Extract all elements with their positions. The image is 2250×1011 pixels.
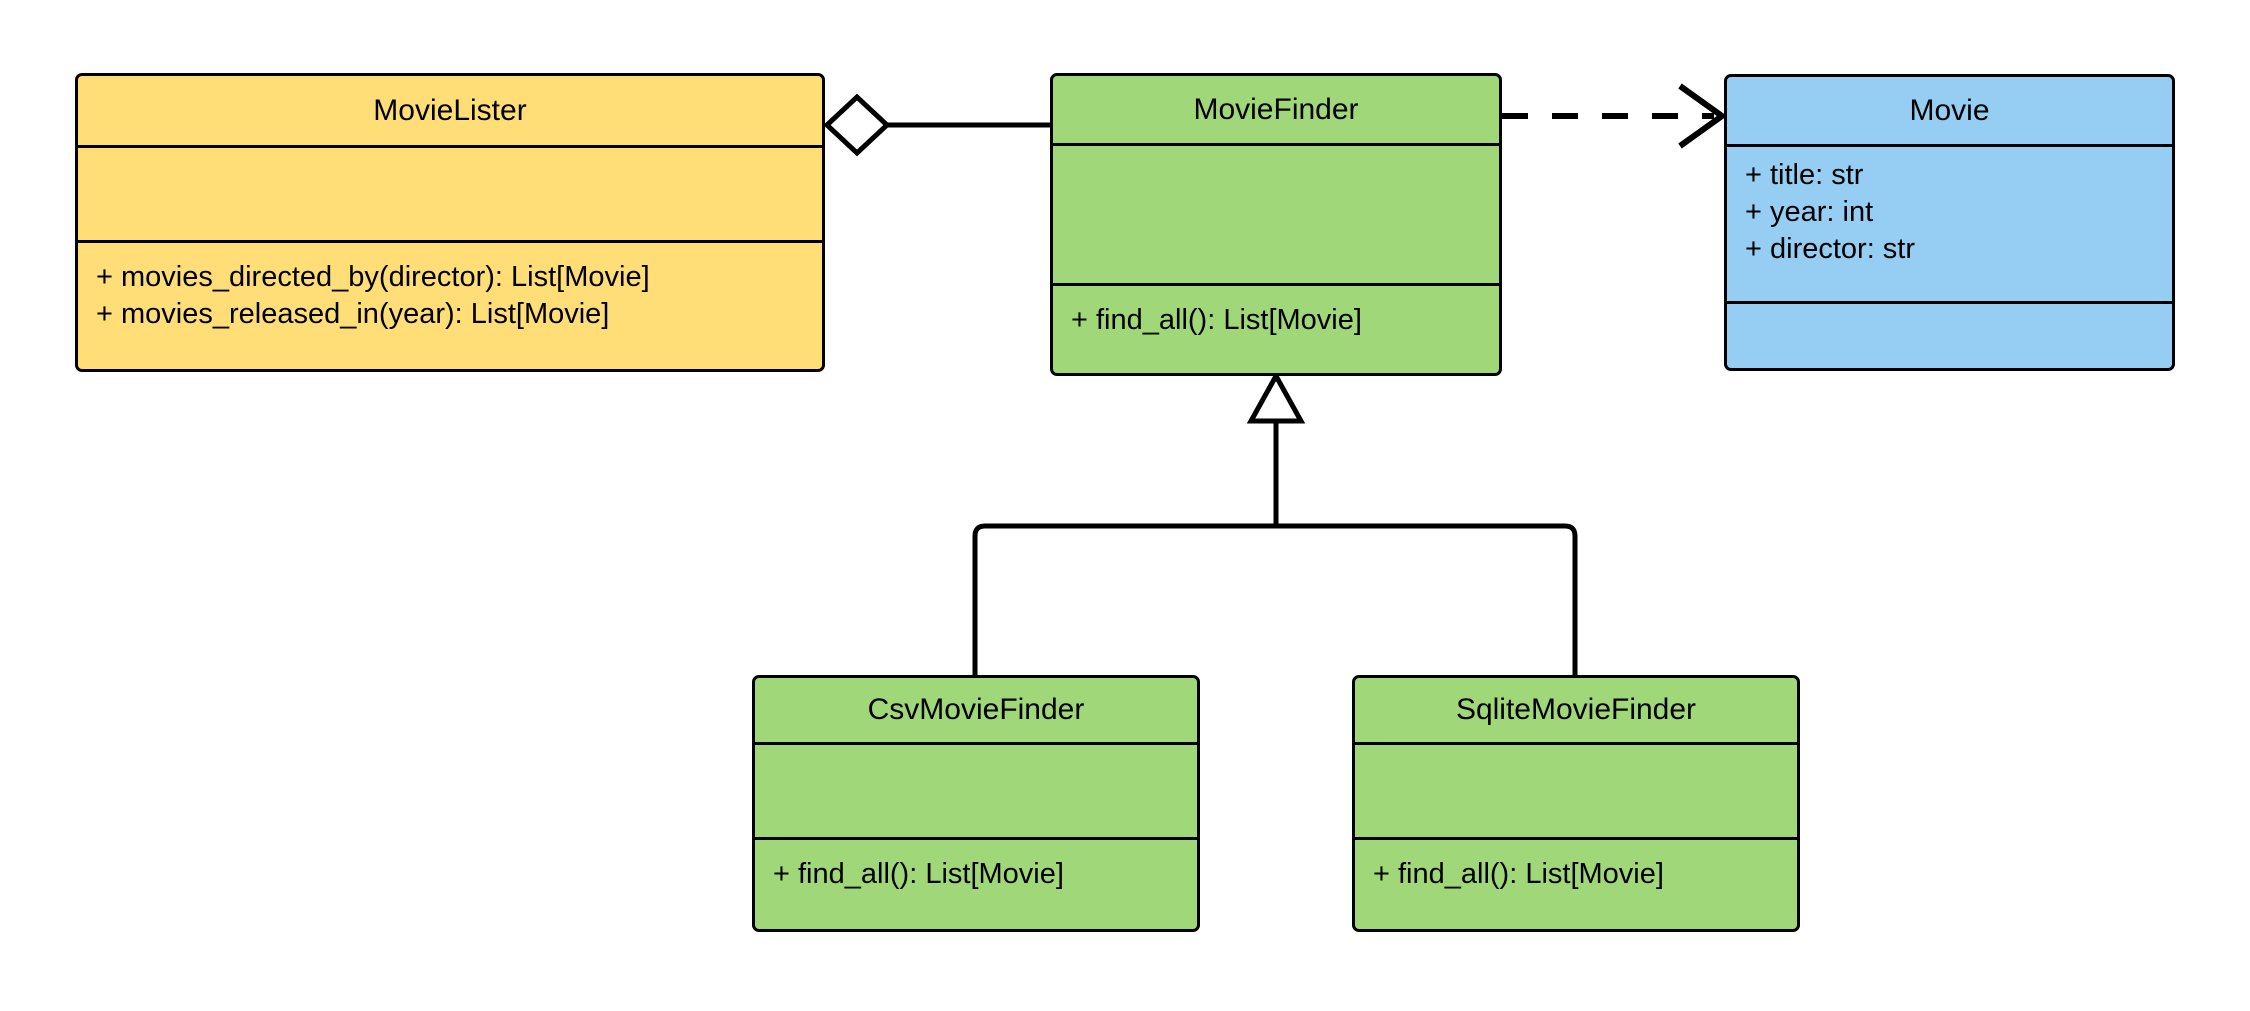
class-name-label: MovieFinder [1193, 92, 1359, 126]
method-row: + movies_released_in(year): List[Movie] [96, 298, 610, 331]
generalization-edge-subclasses-finder [972, 370, 1578, 675]
class-name-label: CsvMovieFinder [867, 693, 1085, 726]
class-name-compartment: MovieFinder [1053, 76, 1499, 143]
methods-compartment [1727, 301, 2172, 368]
attribute-row: + year: int [1745, 196, 1874, 229]
methods-compartment: + movies_directed_by(director): List[Mov… [78, 240, 822, 369]
class-name-label: Movie [1909, 93, 1990, 127]
aggregation-edge-lister-finder [823, 93, 1050, 157]
attributes-compartment [1355, 742, 1797, 837]
generalization-branch-bus [972, 523, 1578, 675]
class-name-label: MovieLister [373, 93, 527, 127]
method-row: + find_all(): List[Movie] [1373, 858, 1664, 890]
method-row: + find_all(): List[Movie] [773, 858, 1064, 890]
class-name-compartment: SqliteMovieFinder [1355, 678, 1797, 742]
hollow-triangle-icon [1246, 370, 1306, 424]
methods-compartment: + find_all(): List[Movie] [1053, 283, 1499, 373]
open-arrow-icon [1678, 83, 1728, 149]
method-row: + find_all(): List[Movie] [1071, 304, 1362, 336]
attribute-row: + director: str [1745, 233, 1916, 266]
methods-compartment: + find_all(): List[Movie] [1355, 837, 1797, 929]
class-box-movie-finder[interactable]: MovieFinder + find_all(): List[Movie] [1050, 73, 1502, 376]
attributes-compartment: + title: str + year: int + director: str [1727, 144, 2172, 301]
attributes-compartment [1053, 143, 1499, 283]
class-box-movie[interactable]: Movie + title: str + year: int + directo… [1724, 74, 2175, 371]
class-box-sqlite-movie-finder[interactable]: SqliteMovieFinder + find_all(): List[Mov… [1352, 675, 1800, 932]
class-box-movie-lister[interactable]: MovieLister + movies_directed_by(directo… [75, 73, 825, 372]
class-box-csv-movie-finder[interactable]: CsvMovieFinder + find_all(): List[Movie] [752, 675, 1200, 932]
class-name-compartment: MovieLister [78, 76, 822, 145]
class-name-label: SqliteMovieFinder [1455, 693, 1697, 726]
methods-compartment: + find_all(): List[Movie] [755, 837, 1197, 929]
attributes-compartment [755, 742, 1197, 837]
hollow-diamond-icon [823, 93, 891, 157]
class-name-compartment: CsvMovieFinder [755, 678, 1197, 742]
method-row: + movies_directed_by(director): List[Mov… [96, 261, 650, 293]
dependency-edge-finder-movie [1502, 83, 1728, 149]
attribute-row: + title: str [1745, 159, 1864, 191]
class-name-compartment: Movie [1727, 77, 2172, 144]
attributes-compartment [78, 145, 822, 240]
